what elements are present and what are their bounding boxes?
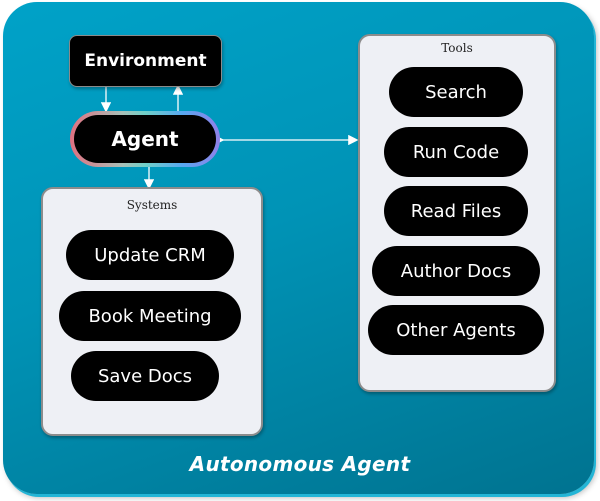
environment-node: Environment [69, 35, 222, 87]
tool-item: Read Files [384, 186, 528, 236]
system-item: Book Meeting [59, 291, 241, 341]
tool-item: Search [389, 67, 523, 117]
tool-item: Author Docs [372, 246, 540, 296]
tool-item: Other Agents [368, 305, 544, 355]
environment-label: Environment [84, 51, 207, 71]
tool-item: Run Code [384, 127, 528, 177]
system-item: Update CRM [66, 230, 234, 280]
tools-label: Tools [441, 41, 473, 55]
agent-node: Agent [70, 111, 220, 167]
systems-panel: Systems Update CRM Book Meeting Save Doc… [41, 187, 263, 436]
systems-label: Systems [126, 198, 178, 212]
system-item: Save Docs [71, 351, 219, 401]
agent-label: Agent [111, 127, 179, 151]
tools-panel: Tools Search Run Code Read Files Author … [358, 34, 556, 392]
diagram-title: Autonomous Agent [189, 452, 411, 476]
